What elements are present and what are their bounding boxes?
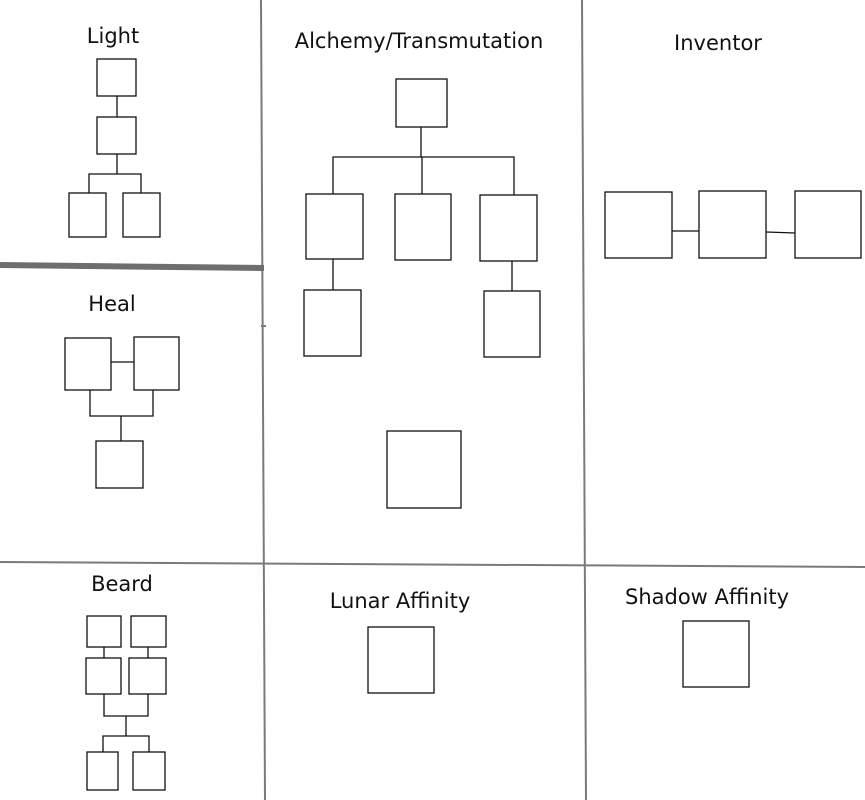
skill-node[interactable] [303, 289, 362, 357]
skill-node[interactable] [794, 190, 862, 259]
section-title-beard: Beard [91, 572, 153, 596]
skill-node[interactable] [128, 657, 167, 695]
skill-node[interactable] [367, 626, 435, 694]
connector [88, 173, 142, 193]
divider-left [260, 0, 266, 800]
skill-node[interactable] [483, 290, 541, 358]
skill-node[interactable] [479, 194, 538, 262]
section-shadow: Shadow Affinity [625, 585, 789, 688]
skill-node[interactable] [68, 192, 107, 238]
section-inventor: Inventor [604, 31, 862, 259]
section-title-heal: Heal [88, 292, 135, 316]
skill-node[interactable] [96, 58, 137, 97]
skill-node[interactable] [133, 336, 180, 391]
section-light: Light [68, 24, 161, 238]
skill-node[interactable] [130, 615, 167, 648]
skill-node[interactable] [305, 193, 364, 260]
connector [103, 694, 149, 717]
skill-node[interactable] [95, 440, 144, 489]
divider-light-heal [0, 262, 265, 271]
skill-node[interactable] [394, 193, 452, 261]
divider-right [581, 0, 587, 800]
section-title-lunar: Lunar Affinity [330, 589, 471, 613]
section-lunar: Lunar Affinity [330, 589, 471, 694]
connector [332, 156, 515, 195]
section-alchemy: Alchemy/Transmutation [295, 29, 544, 509]
skill-node[interactable] [122, 192, 161, 238]
section-title-shadow: Shadow Affinity [625, 585, 789, 609]
skill-node[interactable] [86, 751, 119, 791]
connector [765, 231, 796, 234]
skill-node[interactable] [604, 191, 673, 259]
skill-node[interactable] [85, 657, 122, 695]
section-beard: Beard [85, 572, 167, 791]
skill-node[interactable] [64, 337, 112, 391]
divider-bottom [0, 561, 865, 568]
skill-node[interactable] [96, 116, 137, 155]
skill-node[interactable] [132, 751, 166, 791]
skill-node[interactable] [682, 620, 750, 688]
skill-node[interactable] [386, 430, 462, 509]
section-title-inventor: Inventor [674, 31, 762, 55]
skill-node[interactable] [698, 190, 767, 259]
section-title-light: Light [87, 24, 139, 48]
section-heal: Heal [64, 292, 180, 489]
skill-node[interactable] [86, 615, 122, 648]
skill-node[interactable] [395, 78, 448, 128]
section-title-alchemy: Alchemy/Transmutation [295, 29, 544, 53]
connector [102, 735, 150, 752]
connector [89, 390, 154, 417]
